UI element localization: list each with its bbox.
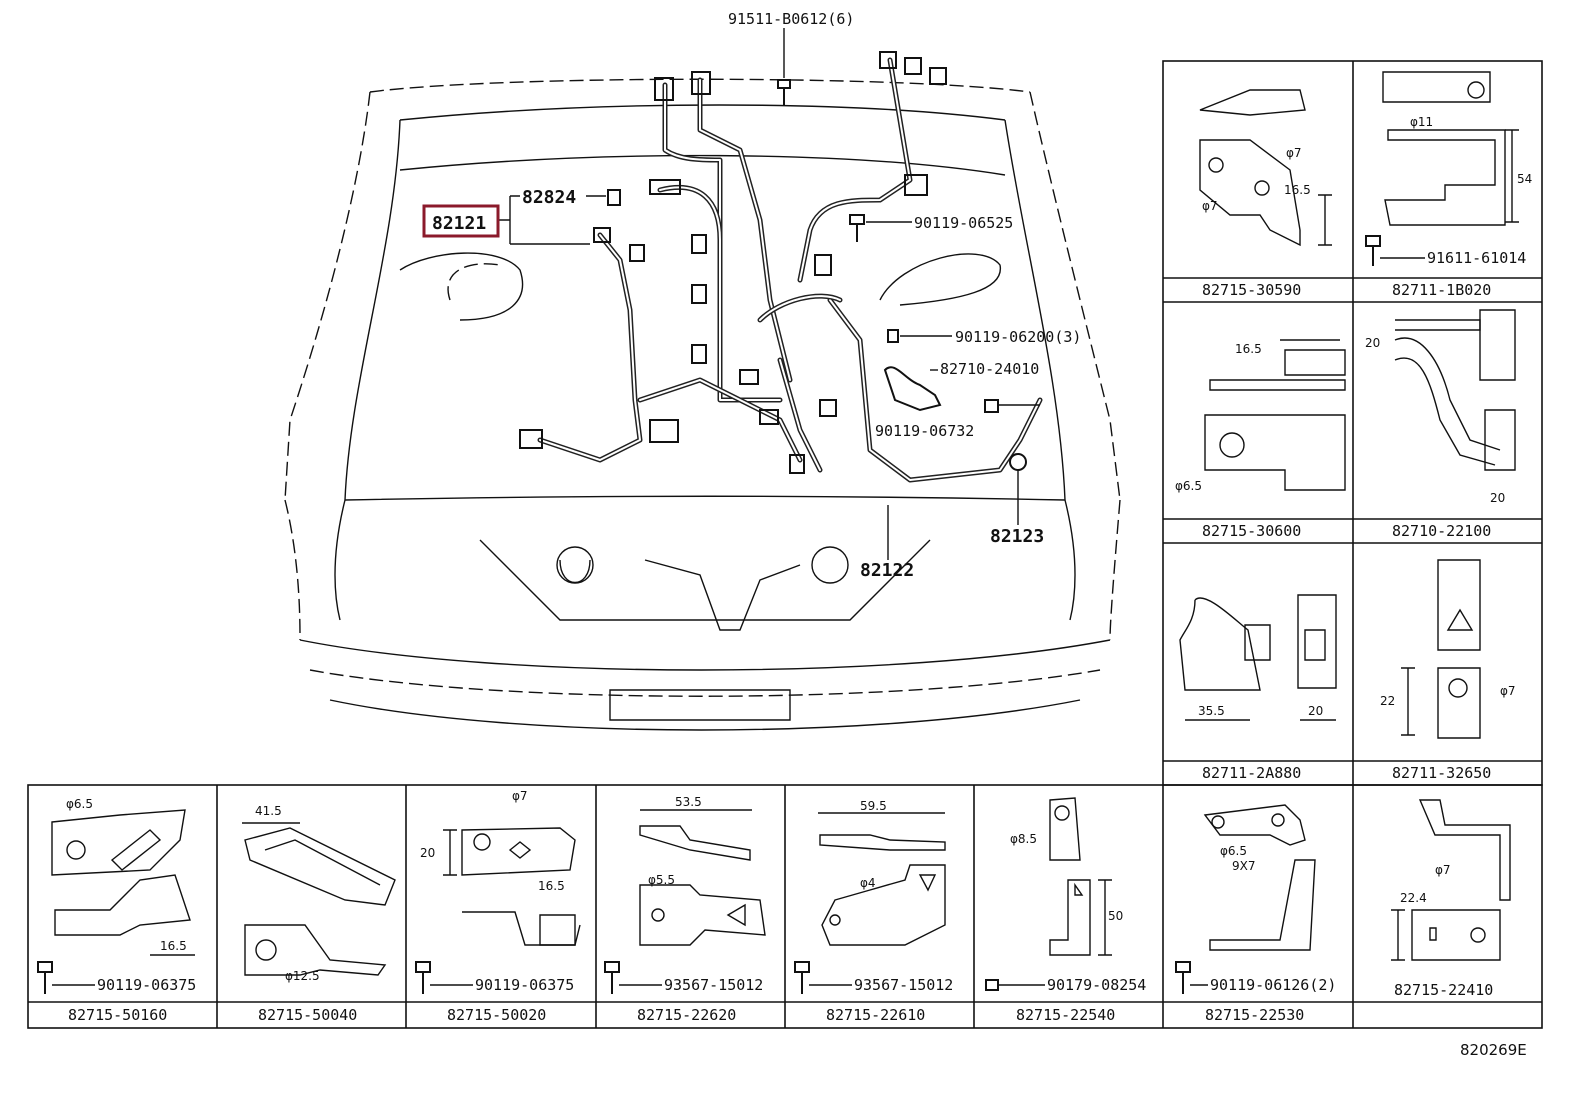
panel-82711-1B020[interactable]: φ11 54 91611-61014 82711-1B020 — [1365, 71, 1532, 299]
svg-text:φ12.5: φ12.5 — [285, 969, 320, 983]
highlight-box — [422, 204, 500, 238]
caption-b4: 82715-22620 — [637, 1006, 736, 1024]
svg-text:φ7: φ7 — [1286, 146, 1302, 160]
svg-text:φ4: φ4 — [860, 876, 876, 890]
svg-text:41.5: 41.5 — [255, 804, 282, 818]
svg-text:φ6.5: φ6.5 — [1220, 844, 1247, 858]
callout-top-bolt: 91511-B0612(6) — [728, 10, 854, 28]
svg-text:22.4: 22.4 — [1400, 891, 1427, 905]
callout-bracket[interactable]: 82710-24010 — [940, 360, 1039, 378]
svg-text:90119-06375: 90119-06375 — [475, 976, 574, 994]
caption-b6: 82715-22540 — [1016, 1006, 1115, 1024]
caption-p3: 82715-30600 — [1202, 522, 1301, 540]
svg-text:φ5.5: φ5.5 — [648, 873, 675, 887]
caption-p1: 82715-30590 — [1202, 281, 1301, 299]
main-fasteners — [607, 79, 999, 413]
svg-text:16.5: 16.5 — [1284, 183, 1311, 197]
panel-82715-50160[interactable]: φ6.5 16.5 90119-06375 82715-50160 — [37, 797, 196, 1024]
panel-82715-50040[interactable]: 41.5 φ12.5 82715-50040 — [242, 804, 396, 1024]
panel-82715-22410[interactable]: 22.4 φ7 82715-22410 — [1391, 799, 1511, 999]
panel-82715-22610[interactable]: 59.5 φ4 93567-15012 82715-22610 — [794, 799, 953, 1024]
svg-text:φ6.5: φ6.5 — [66, 797, 93, 811]
svg-text:59.5: 59.5 — [860, 799, 887, 813]
callout-harness-b[interactable]: 82123 — [990, 526, 1044, 547]
caption-p5: 82711-2A880 — [1202, 764, 1301, 782]
svg-text:53.5: 53.5 — [675, 795, 702, 809]
caption-p4: 82710-22100 — [1392, 522, 1491, 540]
callout-harness-c[interactable]: 82122 — [860, 560, 914, 581]
callout-bolt-b[interactable]: 90119-06200(3) — [955, 328, 1081, 346]
svg-text:φ7: φ7 — [512, 789, 528, 803]
svg-text:93567-15012: 93567-15012 — [664, 976, 763, 994]
panel-82710-22100[interactable]: 20 20 82710-22100 — [1365, 309, 1516, 540]
caption-p2: 82711-1B020 — [1392, 281, 1491, 299]
panel-82715-22540[interactable]: φ8.5 50 90179-08254 82715-22540 — [985, 797, 1146, 1024]
right-panel-grid — [1162, 60, 1543, 786]
svg-text:90119-06126(2): 90119-06126(2) — [1210, 976, 1336, 994]
svg-text:50: 50 — [1108, 909, 1123, 923]
panel-82715-22620[interactable]: 53.5 φ5.5 93567-15012 82715-22620 — [604, 795, 766, 1024]
svg-text:16.5: 16.5 — [538, 879, 565, 893]
svg-text:16.5: 16.5 — [160, 939, 187, 953]
svg-text:20: 20 — [1308, 704, 1323, 718]
main-callouts: 91511-B0612(6) 82121 82824 90119-06525 9… — [422, 10, 1081, 581]
leader-lines — [498, 28, 1040, 560]
panel-82711-2A880[interactable]: 35.5 20 82711-2A880 — [1179, 594, 1337, 782]
svg-text:20: 20 — [1365, 336, 1380, 350]
panel-82715-22530[interactable]: φ6.5 9X7 90119-06126(2) 82715-22530 — [1175, 804, 1336, 1024]
bottom-panel-grid — [27, 784, 1543, 1029]
caption-p6: 82711-32650 — [1392, 764, 1491, 782]
svg-text:35.5: 35.5 — [1198, 704, 1225, 718]
svg-text:90179-08254: 90179-08254 — [1047, 976, 1146, 994]
svg-text:φ7: φ7 — [1435, 863, 1451, 877]
caption-b1: 82715-50160 — [68, 1006, 167, 1024]
panel-82715-30590[interactable]: φ7 φ7 16.5 82715-30590 — [1199, 89, 1332, 299]
svg-text:16.5: 16.5 — [1235, 342, 1262, 356]
svg-text:φ11: φ11 — [1410, 115, 1433, 129]
svg-text:91611-61014: 91611-61014 — [1427, 249, 1526, 267]
caption-b8: 82715-22410 — [1394, 981, 1493, 999]
callout-harness-main[interactable]: 82121 — [432, 213, 486, 234]
panel-82715-50020[interactable]: 20 φ7 16.5 90119-06375 82715-50020 — [415, 789, 581, 1024]
svg-text:20: 20 — [1490, 491, 1505, 505]
caption-b3: 82715-50020 — [447, 1006, 546, 1024]
svg-text:φ8.5: φ8.5 — [1010, 832, 1037, 846]
svg-text:φ6.5: φ6.5 — [1175, 479, 1202, 493]
caption-b2: 82715-50040 — [258, 1006, 357, 1024]
svg-text:9X7: 9X7 — [1232, 859, 1256, 873]
panel-82711-32650[interactable]: 22 φ7 82711-32650 — [1380, 559, 1516, 782]
caption-b7: 82715-22530 — [1205, 1006, 1304, 1024]
wire-harness — [519, 51, 1043, 483]
svg-text:φ7: φ7 — [1500, 684, 1516, 698]
svg-text:22: 22 — [1380, 694, 1395, 708]
callout-bolt-a[interactable]: 90119-06525 — [914, 214, 1013, 232]
figure-code: 820269E — [1460, 1041, 1527, 1059]
panel-82715-30600[interactable]: 16.5 φ6.5 82715-30600 — [1175, 339, 1346, 540]
svg-text:90119-06375: 90119-06375 — [97, 976, 196, 994]
svg-text:20: 20 — [420, 846, 435, 860]
vehicle-outline — [284, 78, 1121, 731]
svg-text:φ7: φ7 — [1202, 199, 1218, 213]
caption-b5: 82715-22610 — [826, 1006, 925, 1024]
callout-bolt-c[interactable]: 90119-06732 — [875, 422, 974, 440]
callout-clip[interactable]: 82824 — [522, 187, 576, 208]
svg-text:54: 54 — [1517, 172, 1532, 186]
svg-text:93567-15012: 93567-15012 — [854, 976, 953, 994]
